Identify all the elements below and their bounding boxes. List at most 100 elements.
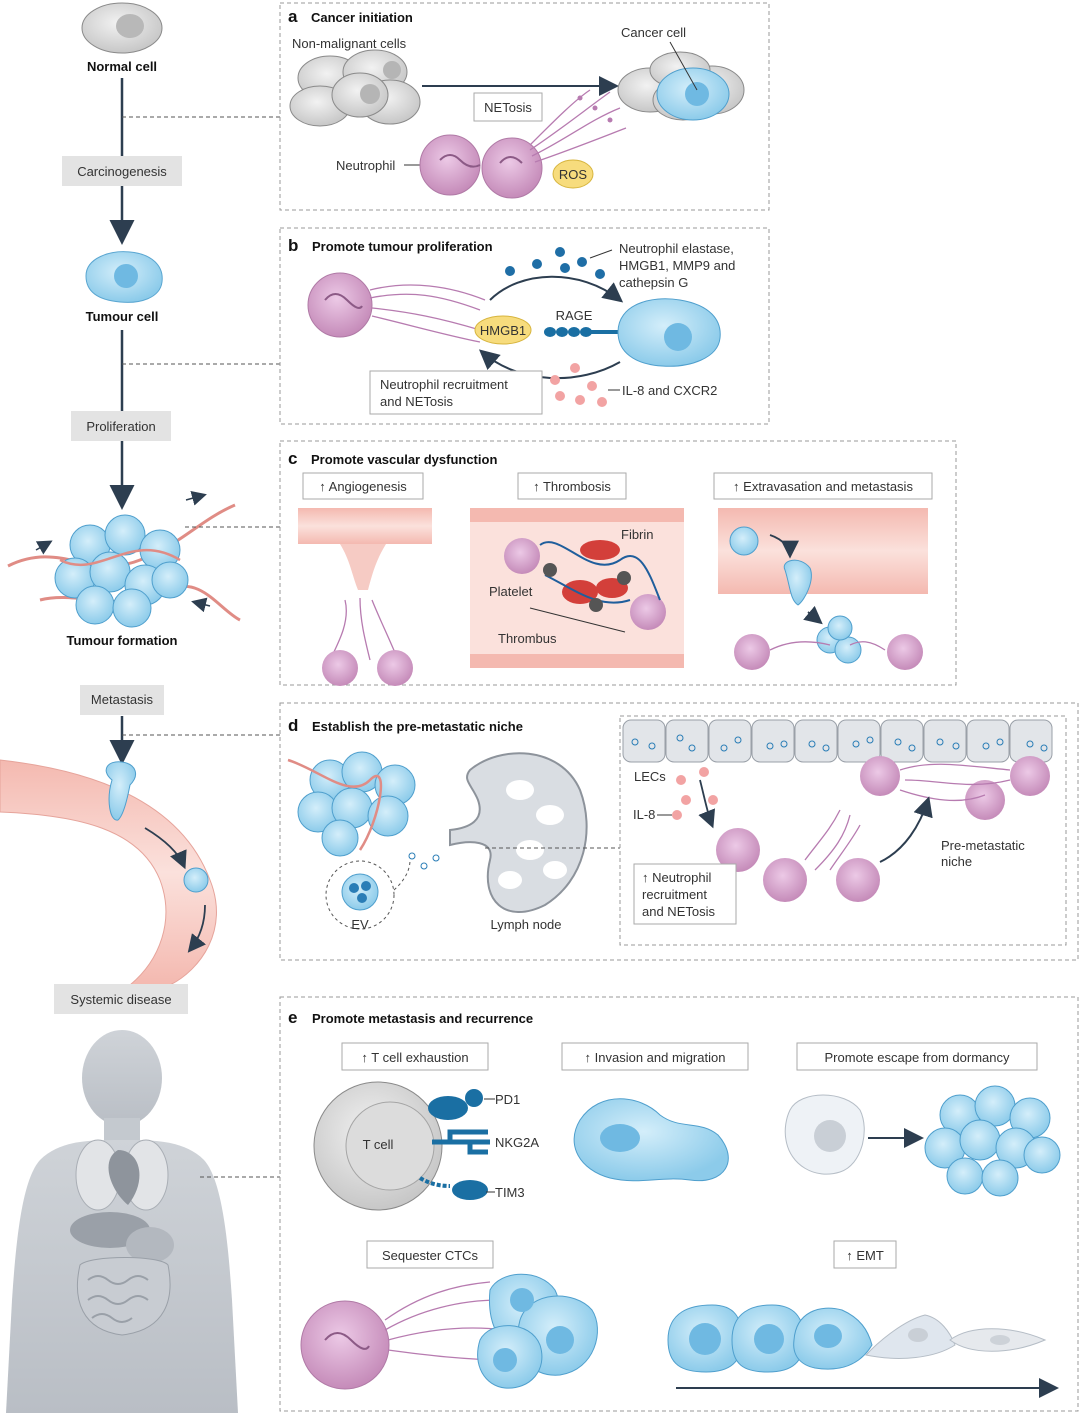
panel-b-title: Promote tumour proliferation <box>312 239 493 254</box>
dormancy-label: Promote escape from dormancy <box>825 1050 1010 1065</box>
tumour-formation-label: Tumour formation <box>67 633 178 648</box>
panel-e-letter: e <box>288 1008 297 1027</box>
carcinogenesis-label: Carcinogenesis <box>77 164 167 179</box>
invasion-box <box>561 1042 749 1071</box>
nkg2a-receptor-icon <box>432 1129 490 1155</box>
panel-b-letter: b <box>288 236 298 255</box>
metastasis-label: Metastasis <box>91 692 154 707</box>
ros-icon <box>552 159 594 189</box>
carcinogenesis-box <box>62 156 182 186</box>
il8-dots-icon <box>550 363 607 407</box>
neutrophil-b-icon <box>307 272 486 343</box>
tim3-label: TIM3 <box>495 1185 525 1200</box>
recruitment-d-line-3: and NETosis <box>642 904 715 919</box>
proliferating-cluster-icon <box>924 1085 1061 1197</box>
emt-box <box>833 1240 897 1269</box>
lymph-node-label: Lymph node <box>490 917 561 932</box>
angiogenesis-box <box>302 472 424 500</box>
tim3-receptor-icon <box>418 1176 488 1200</box>
sequester-label: Sequester CTCs <box>382 1248 479 1263</box>
enzyme-dots-icon <box>505 247 605 279</box>
proliferation-label: Proliferation <box>86 419 155 434</box>
pd1-label: PD1 <box>495 1092 520 1107</box>
panel-d: d Establish the pre-metastatic niche EV <box>279 702 1079 961</box>
fibrin-label: Fibrin <box>621 527 654 542</box>
t-cell-exhaustion-box <box>341 1042 489 1071</box>
timeline: Normal cell Carcinogenesis Tumour cell P… <box>0 2 241 1413</box>
sequester-ctcs-icon <box>300 1273 598 1390</box>
panel-a-letter: a <box>288 7 298 26</box>
il8-cxcr2-label: IL-8 and CXCR2 <box>622 383 717 398</box>
lec-row-icon <box>622 719 1053 763</box>
recruitment-box <box>369 370 543 415</box>
emt-sequence-icon <box>667 1304 1047 1373</box>
non-malignant-cells-icon <box>289 49 421 127</box>
systemic-disease-label: Systemic disease <box>70 992 171 1007</box>
timeline-connectors <box>122 116 280 1178</box>
il8-d-dots-icon <box>672 767 718 820</box>
cancer-cell-cluster-icon <box>617 41 745 121</box>
panel-d-letter: d <box>288 716 298 735</box>
dormancy-box <box>796 1042 1038 1071</box>
non-malignant-label: Non-malignant cells <box>292 36 407 51</box>
panel-e-title: Promote metastasis and recurrence <box>312 1011 533 1026</box>
hmgb1-icon <box>474 315 532 345</box>
panel-d-title: Establish the pre-metastatic niche <box>312 719 523 734</box>
recruitment-d-box <box>633 863 737 925</box>
panel-c-letter: c <box>288 449 297 468</box>
neutrophil-label: Neutrophil <box>336 158 395 173</box>
proliferation-box <box>71 411 171 441</box>
lec-vesicles-icon <box>631 734 1048 752</box>
sequester-box <box>366 1240 494 1269</box>
pd1-receptor-icon <box>428 1089 483 1120</box>
angiogenesis-icon <box>298 508 432 686</box>
tumour-mass-icon <box>7 490 241 628</box>
tumour-cell-icon <box>85 251 163 303</box>
tumour-cell-label: Tumour cell <box>86 309 159 324</box>
extravasation-box <box>713 472 933 500</box>
thrombosis-label: ↑ Thrombosis <box>533 479 611 494</box>
ev-icon <box>325 852 440 930</box>
nkg2a-label: NKG2A <box>495 1135 539 1150</box>
thrombosis-box <box>517 472 627 500</box>
angiogenesis-label: ↑ Angiogenesis <box>319 479 407 494</box>
ev-label: EV <box>351 917 369 932</box>
enzymes-line-2: HMGB1, MMP9 and <box>619 258 735 273</box>
rage-label: RAGE <box>556 308 593 323</box>
recruitment-line-1: Neutrophil recruitment <box>380 377 508 392</box>
migrating-cell-icon <box>573 1098 729 1182</box>
tumour-cell-b-icon <box>617 298 721 367</box>
emt-label: ↑ EMT <box>846 1248 884 1263</box>
thrombus-label: Thrombus <box>498 631 557 646</box>
ros-label: ROS <box>559 167 588 182</box>
normal-cell-icon <box>81 2 163 54</box>
recruitment-line-2: and NETosis <box>380 394 453 409</box>
metastasis-box <box>80 685 164 715</box>
panel-b: b Promote tumour proliferation Neutrophi… <box>279 227 770 425</box>
rage-receptor-icon <box>544 327 622 337</box>
invasion-label: ↑ Invasion and migration <box>585 1050 726 1065</box>
systemic-disease-box <box>54 984 188 1014</box>
niche-line-2: niche <box>941 854 972 869</box>
netosis-box <box>473 92 543 122</box>
cancer-cell-label: Cancer cell <box>621 25 686 40</box>
neutrophils-d-icon <box>716 756 1050 902</box>
t-cell-label: T cell <box>363 1137 394 1152</box>
panel-b-arrow-bottom <box>478 349 621 380</box>
blood-vessel-icon <box>0 759 217 986</box>
panel-c: c Promote vascular dysfunction ↑ Angioge… <box>279 440 957 686</box>
lec-subpanel <box>619 715 1067 946</box>
lymph-node-icon <box>449 752 588 914</box>
t-cell-exhaustion-label: ↑ T cell exhaustion <box>361 1050 468 1065</box>
panel-a-title: Cancer initiation <box>311 10 413 25</box>
netosis-label: NETosis <box>484 100 532 115</box>
extravasation-label: ↑ Extravasation and metastasis <box>733 479 913 494</box>
panel-c-title: Promote vascular dysfunction <box>311 452 497 467</box>
extravasation-icon <box>718 508 928 670</box>
panel-a: a Cancer initiation Non-malignant cells … <box>279 2 770 211</box>
tumour-mass-d-icon <box>287 751 416 857</box>
t-cell-icon <box>313 1081 443 1211</box>
hmgb1-label: HMGB1 <box>480 323 526 338</box>
neutrophil-netosis-icon <box>419 89 627 199</box>
platelet-label: Platelet <box>489 584 533 599</box>
